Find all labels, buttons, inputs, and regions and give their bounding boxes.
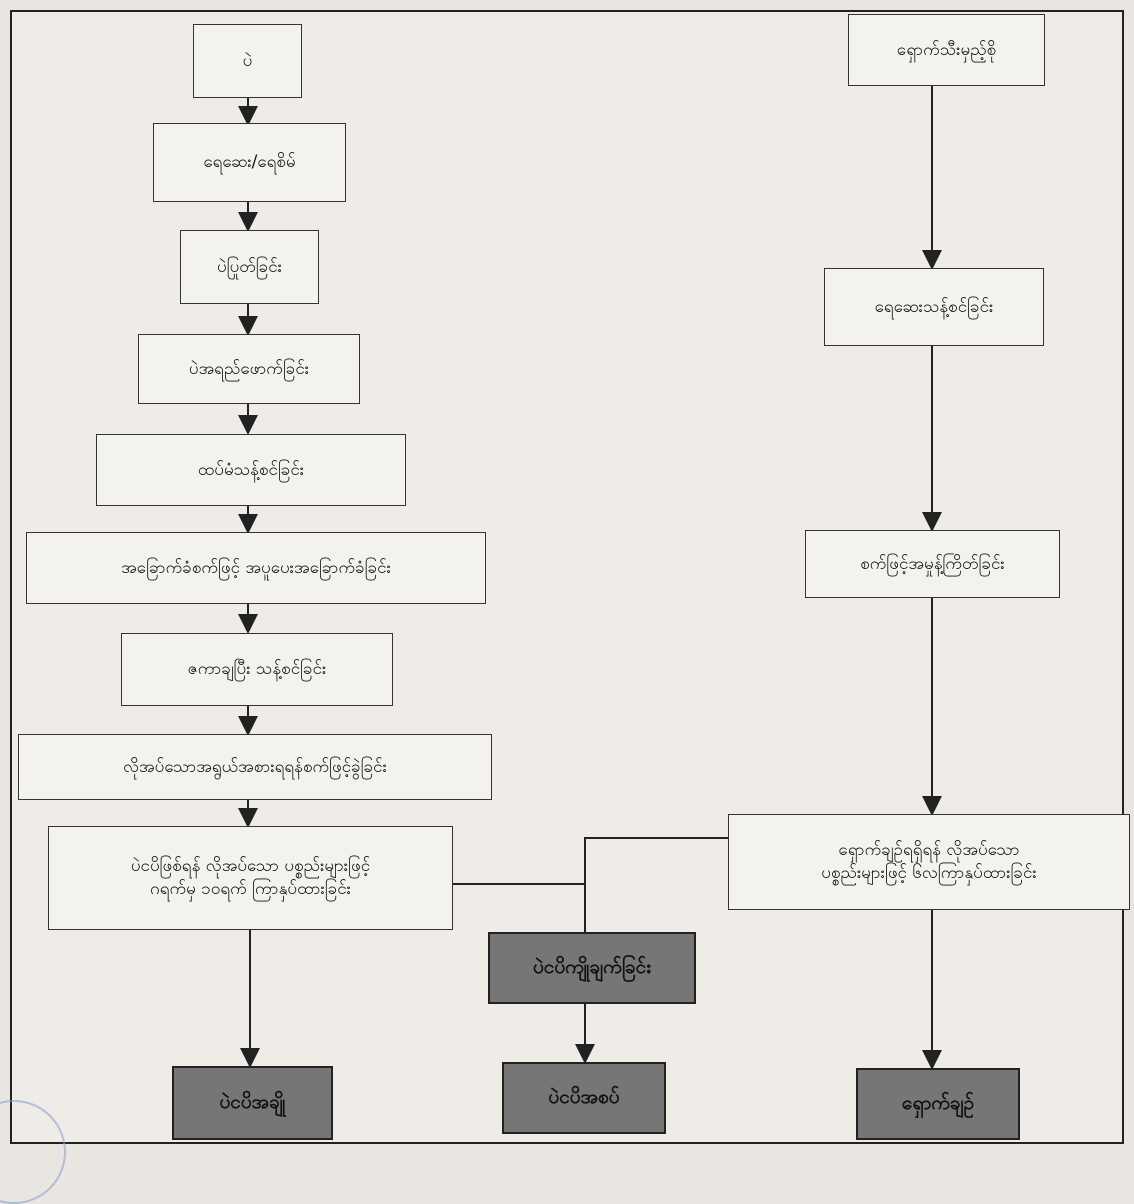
step-label: ရှောက်ချဉ်ရရှိရန် လိုအပ်သော ပစ္စည်းများဖ… <box>821 840 1037 883</box>
output-label: ပဲငပိအချို <box>219 1091 286 1114</box>
step-box-dehull: ပဲအရည်ဖောက်ခြင်း <box>138 334 360 404</box>
step-label: အခြောက်ခံစက်ဖြင့် အပူပေးအခြောက်ခံခြင်း <box>121 557 391 578</box>
step-box-boil: ပဲပြုတ်ခြင်း <box>180 230 319 304</box>
step-box-mix-cook: ပဲငပိကျိုချက်ခြင်း <box>488 932 696 1004</box>
step-label: ထပ်မံသန့်စင်ခြင်း <box>197 459 305 480</box>
step-label: ပဲအရည်ဖောက်ခြင်း <box>188 358 310 379</box>
step-label: လိုအပ်သောအရွယ်အစားရရန်စက်ဖြင့်ခွဲခြင်း <box>123 756 387 777</box>
step-label: ဇကာချပြီး သန့်စင်ခြင်း <box>187 659 327 680</box>
output-sweet-paste: ပဲငပိအချို <box>172 1066 333 1140</box>
step-box-powder: စက်ဖြင့်အမှုန့်ကြိတ်ခြင်း <box>805 530 1060 598</box>
step-label: ရေဆေး/ရေစိမ် <box>203 152 296 173</box>
output-lime-pickle: ရှောက်ချဉ် <box>856 1068 1020 1140</box>
flow-connectors <box>238 86 942 1070</box>
step-box-grind: လိုအပ်သောအရွယ်အစားရရန်စက်ဖြင့်ခွဲခြင်း <box>18 734 492 800</box>
output-label: ရှောက်ချဉ် <box>901 1092 975 1115</box>
step-label: ပဲငပိဖြစ်ရန် လိုအပ်သော ပစ္စည်းများဖြင့် … <box>130 856 371 899</box>
step-box-ferment-bean: ပဲငပိဖြစ်ရန် လိုအပ်သော ပစ္စည်းများဖြင့် … <box>48 826 453 930</box>
step-label: ပဲပြုတ်ခြင်း <box>217 256 282 277</box>
step-box-sieve: ဇကာချပြီး သန့်စင်ခြင်း <box>121 633 393 706</box>
step-box-dry: အခြောက်ခံစက်ဖြင့် အပူပေးအခြောက်ခံခြင်း <box>26 532 486 604</box>
step-label: ရေဆေးသန့်စင်ခြင်း <box>874 296 994 317</box>
line-r4-to-mix <box>584 837 728 932</box>
step-box-wash-clean: ရေဆေးသန့်စင်ခြင်း <box>824 268 1044 346</box>
step-label: ပဲ <box>242 50 253 71</box>
step-box-ferment-lime: ရှောက်ချဉ်ရရှိရန် လိုအပ်သော ပစ္စည်းများဖ… <box>728 814 1130 910</box>
step-box-reclean: ထပ်မံသန့်စင်ခြင်း <box>96 434 406 506</box>
output-spicy-paste: ပဲငပိအစပ် <box>502 1062 666 1134</box>
step-label: ရှောက်သီးမှည့်စို <box>896 39 997 60</box>
step-label: စက်ဖြင့်အမှုန့်ကြိတ်ခြင်း <box>860 553 1005 574</box>
step-box-ripe-lime: ရှောက်သီးမှည့်စို <box>848 14 1045 86</box>
step-box-bean: ပဲ <box>193 24 302 98</box>
step-box-wash-soak: ရေဆေး/ရေစိမ် <box>153 123 346 202</box>
step-label: ပဲငပိကျိုချက်ခြင်း <box>532 956 652 979</box>
output-label: ပဲငပိအစပ် <box>548 1086 620 1109</box>
